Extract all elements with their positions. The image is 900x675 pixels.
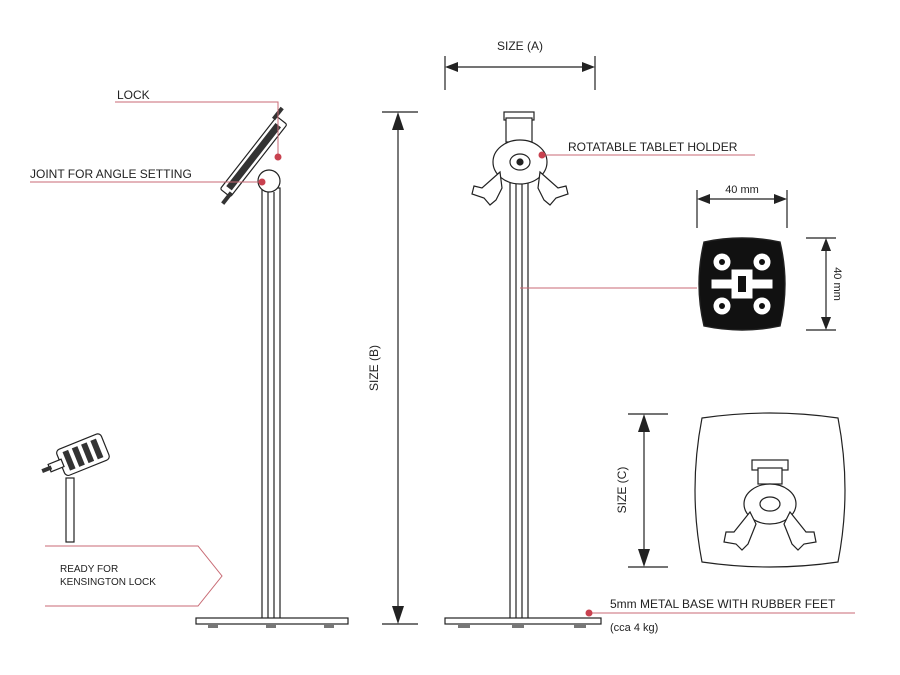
leader-lines xyxy=(30,101,855,614)
leader-dots xyxy=(258,151,593,617)
dimension-lines xyxy=(382,56,836,625)
base-top-view xyxy=(694,412,846,568)
dim-height-label: 40 mm xyxy=(831,267,843,301)
base-label-line2: (cca 4 kg) xyxy=(610,622,658,634)
kensington-label-line1: READY FOR xyxy=(60,564,118,575)
size-a-label: SIZE (A) xyxy=(497,39,543,53)
lock-label: LOCK xyxy=(117,88,150,102)
front-base xyxy=(444,617,602,625)
dim-width-label: 40 mm xyxy=(725,184,759,196)
rotatable-label: ROTATABLE TABLET HOLDER xyxy=(568,140,738,154)
front-pole xyxy=(509,179,529,621)
size-b-label: SIZE (B) xyxy=(367,345,381,391)
kensington-callout-frame xyxy=(45,545,223,607)
front-view-stand xyxy=(444,111,602,628)
side-pole xyxy=(261,187,281,621)
joint-label: JOINT FOR ANGLE SETTING xyxy=(30,167,192,181)
base-label-line1: 5mm METAL BASE WITH RUBBER FEET xyxy=(610,597,836,611)
pole-cross-section xyxy=(698,237,786,331)
kensington-label-line2: KENSINGTON LOCK xyxy=(60,577,156,588)
side-base xyxy=(195,617,349,625)
size-c-label: SIZE (C) xyxy=(615,467,629,514)
joint-ball xyxy=(257,169,281,193)
side-view-stand xyxy=(195,106,349,628)
kensington-lock-icon xyxy=(41,433,110,543)
